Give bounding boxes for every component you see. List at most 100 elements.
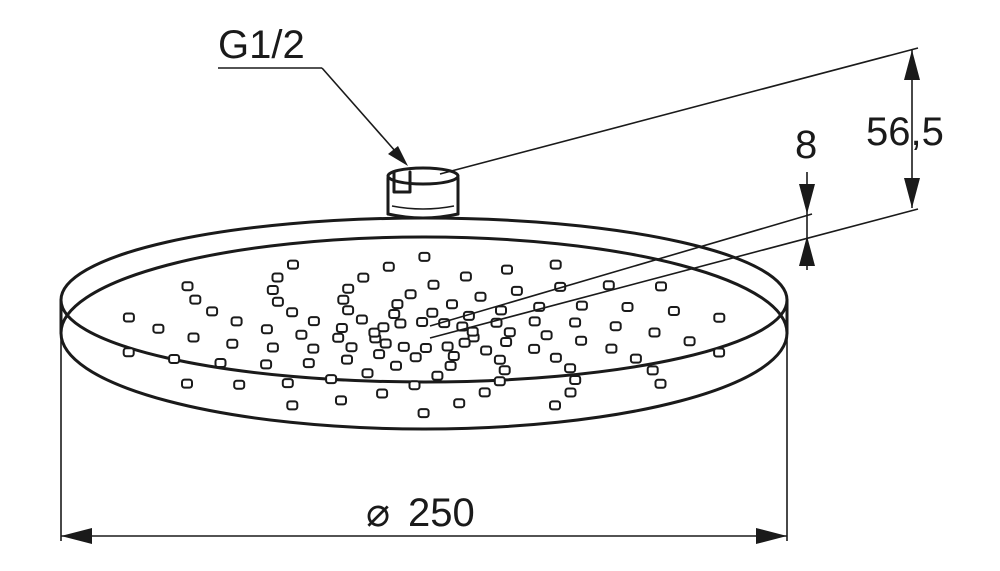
nozzle — [447, 351, 460, 361]
nozzle — [648, 327, 661, 338]
nozzle — [458, 337, 471, 348]
nozzle — [382, 261, 395, 272]
nozzle — [713, 347, 726, 358]
diameter-label: 250 — [408, 491, 475, 535]
nozzle — [540, 330, 553, 341]
nozzle — [629, 353, 642, 364]
dimension-diameter — [61, 528, 787, 544]
thread-label: G1/2 — [218, 23, 305, 67]
nozzle — [377, 322, 390, 333]
thread-connector — [386, 166, 460, 220]
nozzle — [287, 259, 299, 270]
nozzle — [528, 316, 541, 327]
nozzle — [466, 326, 479, 337]
nozzle — [549, 352, 562, 363]
nozzle — [609, 321, 622, 332]
nozzle — [335, 323, 348, 333]
nozzle — [431, 370, 444, 381]
nozzle — [388, 309, 401, 319]
nozzle — [266, 342, 279, 353]
nozzle — [355, 314, 368, 325]
nozzle — [493, 354, 506, 365]
nozzle — [409, 352, 422, 363]
diameter-symbol: ⌀ — [366, 491, 390, 535]
nozzle — [564, 363, 577, 374]
nozzle — [233, 379, 246, 390]
nozzle — [337, 294, 350, 305]
nozzle — [646, 365, 659, 376]
nozzle — [214, 358, 227, 368]
nozzle — [281, 378, 294, 389]
nozzle — [713, 312, 726, 323]
nozzle — [295, 329, 308, 340]
nozzle — [122, 312, 135, 323]
nozzle — [418, 251, 431, 262]
nozzle — [189, 294, 202, 305]
nozzle — [459, 271, 472, 282]
nozzle — [569, 317, 582, 328]
nozzle — [187, 332, 200, 343]
nozzle — [342, 283, 355, 294]
nozzle — [307, 316, 320, 327]
nozzle — [397, 341, 410, 352]
height-plate-label: 8 — [795, 123, 817, 167]
nozzle — [416, 317, 429, 327]
nozzle — [260, 359, 273, 370]
nozzle — [575, 335, 588, 346]
nozzle — [368, 327, 381, 338]
nozzle — [419, 343, 432, 353]
nozzle — [564, 387, 577, 398]
nozzle — [260, 324, 273, 335]
nozzle — [446, 299, 458, 310]
nozzle — [417, 408, 430, 419]
nozzle — [181, 378, 193, 389]
nozzle — [376, 388, 389, 399]
nozzle — [206, 306, 219, 317]
nozzle — [357, 272, 370, 283]
nozzle — [335, 395, 347, 406]
nozzle — [226, 338, 239, 349]
nozzle — [391, 299, 404, 310]
nozzle — [655, 281, 667, 292]
nozzle — [480, 345, 493, 356]
nozzle — [168, 354, 181, 364]
nozzle — [404, 289, 417, 300]
nozzle — [605, 343, 618, 354]
nozzle — [394, 318, 407, 329]
nozzle — [441, 341, 454, 352]
nozzle — [501, 264, 513, 275]
nozzle — [503, 327, 516, 338]
nozzle — [549, 259, 562, 270]
nozzle — [373, 349, 386, 360]
nozzle — [575, 300, 588, 311]
nozzle — [152, 323, 165, 334]
dimension-plate-thickness — [799, 172, 815, 270]
nozzle — [271, 272, 284, 283]
nozzle — [569, 375, 582, 385]
nozzle — [493, 376, 506, 387]
nozzle — [271, 296, 284, 307]
nozzle — [379, 338, 392, 349]
nozzle — [361, 368, 374, 379]
nozzle — [427, 279, 440, 290]
nozzle — [667, 306, 680, 316]
nozzle — [122, 347, 135, 358]
nozzle — [500, 337, 513, 347]
nozzle — [549, 400, 561, 411]
nozzle — [286, 400, 299, 411]
nozzle — [444, 360, 457, 371]
nozzle — [266, 285, 279, 295]
extension-lines — [60, 47, 919, 541]
nozzle — [654, 378, 667, 389]
nozzle-array — [122, 251, 726, 419]
thread-leader — [321, 67, 408, 166]
nozzle — [302, 358, 315, 369]
height-total-label: 56,5 — [866, 110, 944, 154]
nozzle — [474, 291, 487, 302]
nozzle — [341, 354, 353, 365]
nozzle — [478, 387, 491, 398]
dimension-height-total — [904, 50, 920, 208]
nozzle — [345, 342, 358, 353]
nozzle — [325, 374, 338, 385]
nozzle — [498, 365, 511, 376]
